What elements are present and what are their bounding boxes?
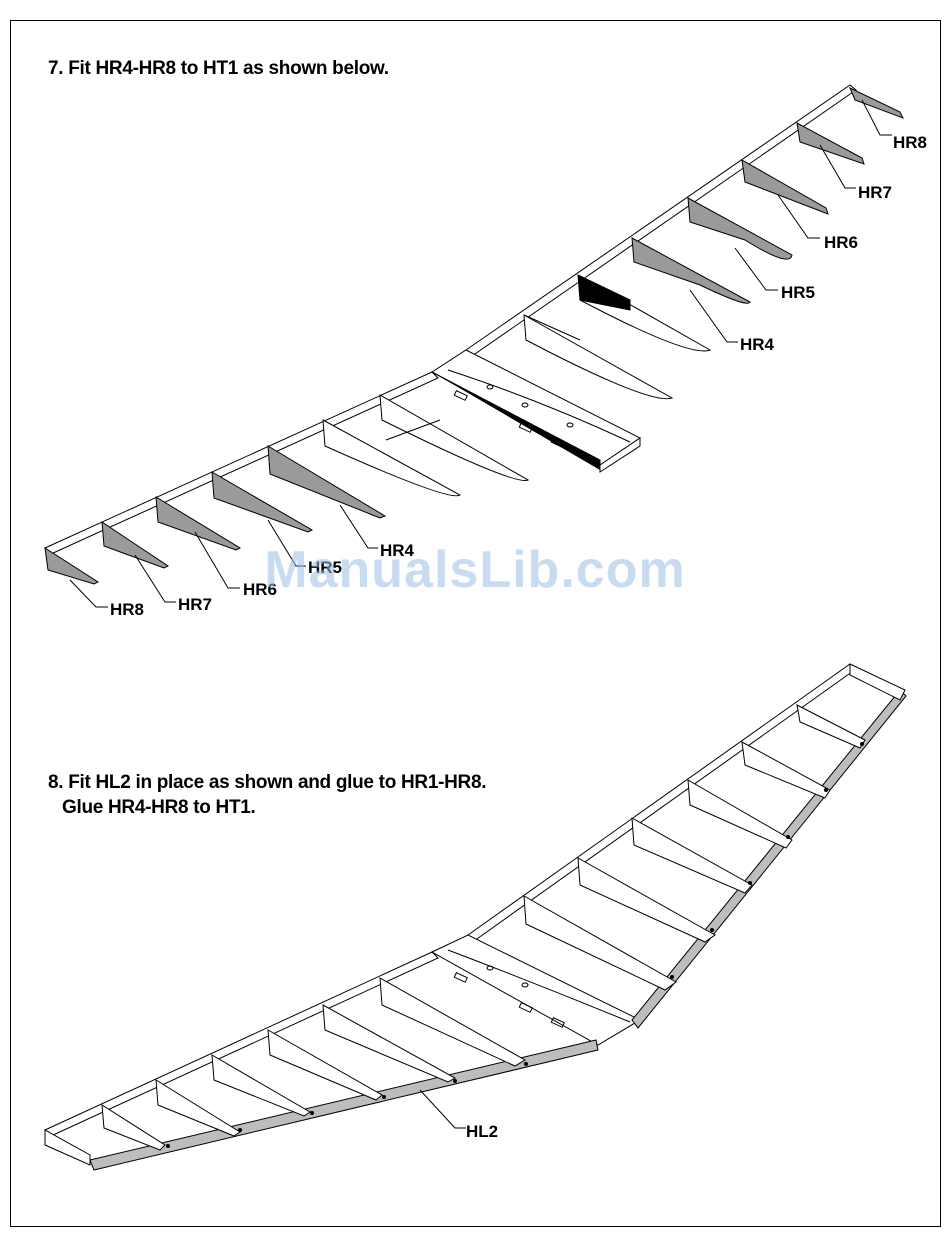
watermark: ManualsLib.com	[0, 540, 950, 600]
label-hl2: HL2	[466, 1122, 498, 1141]
